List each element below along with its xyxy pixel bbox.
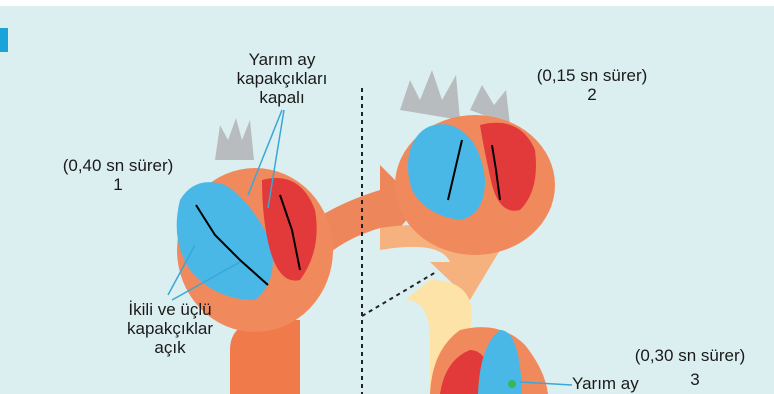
stage-3-duration: (0,30 sn sürer): [610, 346, 770, 365]
stage-1-semilunar-line-2: kapakçıkları: [222, 69, 342, 88]
stage-1-av-label: İkili ve üçlü kapakçıklar açık: [100, 300, 240, 357]
stage-1-number: 1: [38, 175, 198, 194]
stage-1-semilunar-line-1: Yarım ay: [222, 50, 342, 69]
stage-1-semilunar-label: Yarım ay kapakçıkları kapalı: [222, 50, 342, 107]
stage-1-av-line-2: kapakçıklar: [100, 319, 240, 338]
stage-1-duration-block: (0,40 sn sürer) 1: [38, 156, 198, 194]
stage-2-number: 2: [512, 85, 672, 104]
stage-3-duration-block: (0,30 sn sürer): [610, 346, 770, 365]
stage-1-semilunar-line-3: kapalı: [222, 88, 342, 107]
stage-1-av-line-3: açık: [100, 338, 240, 357]
stage-2-duration-block: (0,15 sn sürer) 2: [512, 66, 672, 104]
stage-2-duration: (0,15 sn sürer): [512, 66, 672, 85]
stage-3-number: 3: [680, 370, 710, 389]
stage-1-av-line-1: İkili ve üçlü: [100, 300, 240, 319]
stage-1-duration: (0,40 sn sürer): [38, 156, 198, 175]
stage-3-semilunar-label: Yarım ay: [572, 374, 662, 393]
